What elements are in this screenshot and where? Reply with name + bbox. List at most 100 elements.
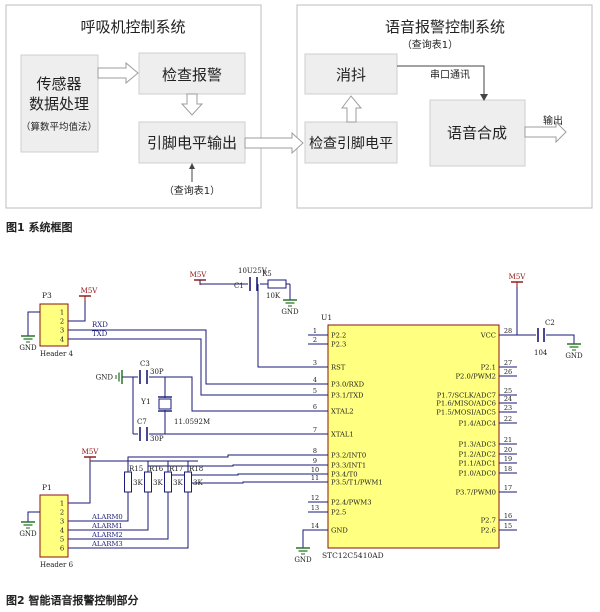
- gnd-p3-label: GND: [19, 344, 37, 352]
- arrow-check-to-pin-output: [180, 93, 204, 116]
- arrowhead-serial: [480, 94, 488, 101]
- p1-pin-1-number: 1: [60, 500, 64, 508]
- mcu-pin-22-number: 22: [504, 415, 512, 423]
- r5-value: 10K: [266, 292, 281, 300]
- p1-label: Header 6: [40, 561, 74, 569]
- mcu-part: STC12C5410AD: [322, 551, 384, 560]
- alarm1-wire: [68, 464, 308, 531]
- p1-vcc-wire: [68, 460, 198, 504]
- mcu-pin-24-name: P1.6/MISO/ADC6: [436, 400, 496, 408]
- mcu-pin-9-name: P3.3/INT1: [331, 462, 366, 470]
- mcu-pin-27-name: P2.1: [481, 364, 496, 372]
- mcu-pin-26-number: 26: [504, 368, 512, 376]
- debounce-box: [304, 53, 398, 95]
- p3-ref: P3: [42, 291, 52, 300]
- mcu-pin-4-name: P3.0/RXD: [331, 381, 365, 389]
- xtal2-wire: [149, 376, 308, 412]
- capacitor-plates: [139, 277, 545, 441]
- voice-synth-box: [429, 99, 526, 167]
- c3-value: 30P: [150, 368, 164, 376]
- gnd-r5-label: GND: [281, 308, 299, 316]
- c2-ref: C2: [545, 319, 555, 327]
- mcu-pin-3-number: 3: [313, 359, 317, 367]
- txd-wire: [68, 338, 308, 396]
- resistor-r5: [267, 279, 287, 289]
- arrow-left-to-right-group: [244, 131, 304, 155]
- net-alarm0: ALARM0: [91, 513, 123, 521]
- net-alarm2: ALARM2: [91, 531, 123, 539]
- alarm3-wire: [68, 481, 308, 549]
- resistor-r15: [124, 471, 132, 493]
- header-p1: [39, 494, 69, 558]
- mcu-pin-13-name: P2.5: [331, 509, 346, 517]
- p1-pin-5-number: 5: [60, 536, 64, 544]
- y1-value: 11.0592M: [174, 418, 210, 426]
- sensor-line2: 数据处理: [29, 95, 89, 113]
- mcu-pin-14-number: 14: [311, 522, 319, 530]
- output-label: 输出: [543, 114, 563, 127]
- mcu-body: [327, 324, 500, 549]
- check-alarm-label: 检查报警: [162, 66, 222, 84]
- mcu-pin-17-name: P3.7/PWM0: [455, 489, 496, 497]
- mcu-pin-26-name: P2.0/PWM2: [455, 373, 496, 381]
- alarm0-wire: [68, 454, 308, 522]
- mcu-pin-2-number: 2: [313, 336, 317, 344]
- mcu-ref: U1: [321, 313, 332, 322]
- net-txd: TXD: [92, 330, 108, 338]
- mcu-pin-17-number: 17: [504, 484, 512, 492]
- arrow-debounce-to-voice: [397, 65, 485, 100]
- p3-vcc-wire: [68, 300, 86, 322]
- right-query-note: （查询表1）: [402, 38, 458, 51]
- r15-value: 3K: [133, 479, 143, 487]
- header-p3: [39, 303, 69, 347]
- mcu-pin-24-number: 24: [504, 395, 512, 403]
- mcu-pin-21-number: 21: [504, 436, 512, 444]
- mcu-pin-7-number: 7: [313, 426, 317, 434]
- mcu-pin-23-name: P1.5/MOSI/ADC5: [436, 409, 496, 417]
- p3-pin-1-number: 1: [60, 309, 64, 317]
- figure1-block-diagram: 呼吸机控制系统 语音报警控制系统 （查询表1） 传感器 数据处理 （算数平均值法…: [5, 4, 593, 234]
- mcu-pin-20-number: 20: [504, 446, 512, 454]
- r5-ref: R5: [262, 270, 272, 278]
- mcu-pin-16-number: 16: [504, 512, 512, 520]
- schematic-wires: [27, 282, 575, 549]
- c3-ref: C3: [140, 360, 150, 368]
- p3-pin-2-number: 2: [60, 318, 64, 326]
- alarm2-wire: [68, 473, 308, 540]
- mcu-pin-6-name: XTAL2: [331, 408, 354, 416]
- m5v-vcc-label: M5V: [509, 273, 527, 281]
- c7-value: 30P: [150, 435, 164, 443]
- mcu-gnd-wire: [302, 529, 308, 548]
- mcu-pin-25-name: P1.7/SCLK/ADC7: [437, 392, 496, 400]
- mcu-pin-11-name: P3.5/T1/PWM1: [331, 479, 383, 487]
- mcu-pin-23-number: 23: [504, 404, 512, 412]
- mcu-pin-8-name: P3.2/INT0: [331, 452, 366, 460]
- mcu-pin-4-number: 4: [313, 376, 317, 384]
- rxd-wire: [68, 329, 308, 385]
- arrow-check-pin-to-debounce: [341, 95, 363, 123]
- mcu-pin-15-number: 15: [504, 522, 512, 530]
- p3-pin-4-number: 4: [60, 336, 64, 344]
- r17-ref: R17: [169, 465, 183, 473]
- mcu-pin-6-number: 6: [313, 403, 317, 411]
- net-alarm1: ALARM1: [91, 522, 123, 530]
- mcu-pins: 1P2.22P2.33RST4P3.0/RXD5P3.1/TXD6XTAL27X…: [308, 327, 517, 535]
- resistor-r18: [184, 471, 192, 493]
- mcu-pin-14-name: GND: [331, 527, 348, 535]
- c1-value: 10U25V: [238, 267, 268, 275]
- p3-pin-3-number: 3: [60, 327, 64, 335]
- m5v-p3-label: M5V: [81, 287, 99, 295]
- r16-value: 3K: [153, 479, 163, 487]
- mcu-pin-3-name: RST: [331, 364, 346, 372]
- mcu-pin-19-number: 19: [504, 455, 512, 463]
- mcu-pin-12-number: 12: [311, 494, 319, 502]
- p1-pin-4-number: 4: [60, 527, 64, 535]
- mcu-pin-18-name: P1.0/ADC0: [458, 470, 496, 478]
- arrow-sensor-to-check-alarm: [97, 61, 139, 85]
- block-arrows: [97, 61, 567, 155]
- debounce-label: 消抖: [336, 66, 366, 84]
- figure2-schematic: U1 STC12C5410AD 1P2.22P2.33RST4P3.0/RXD5…: [6, 267, 583, 607]
